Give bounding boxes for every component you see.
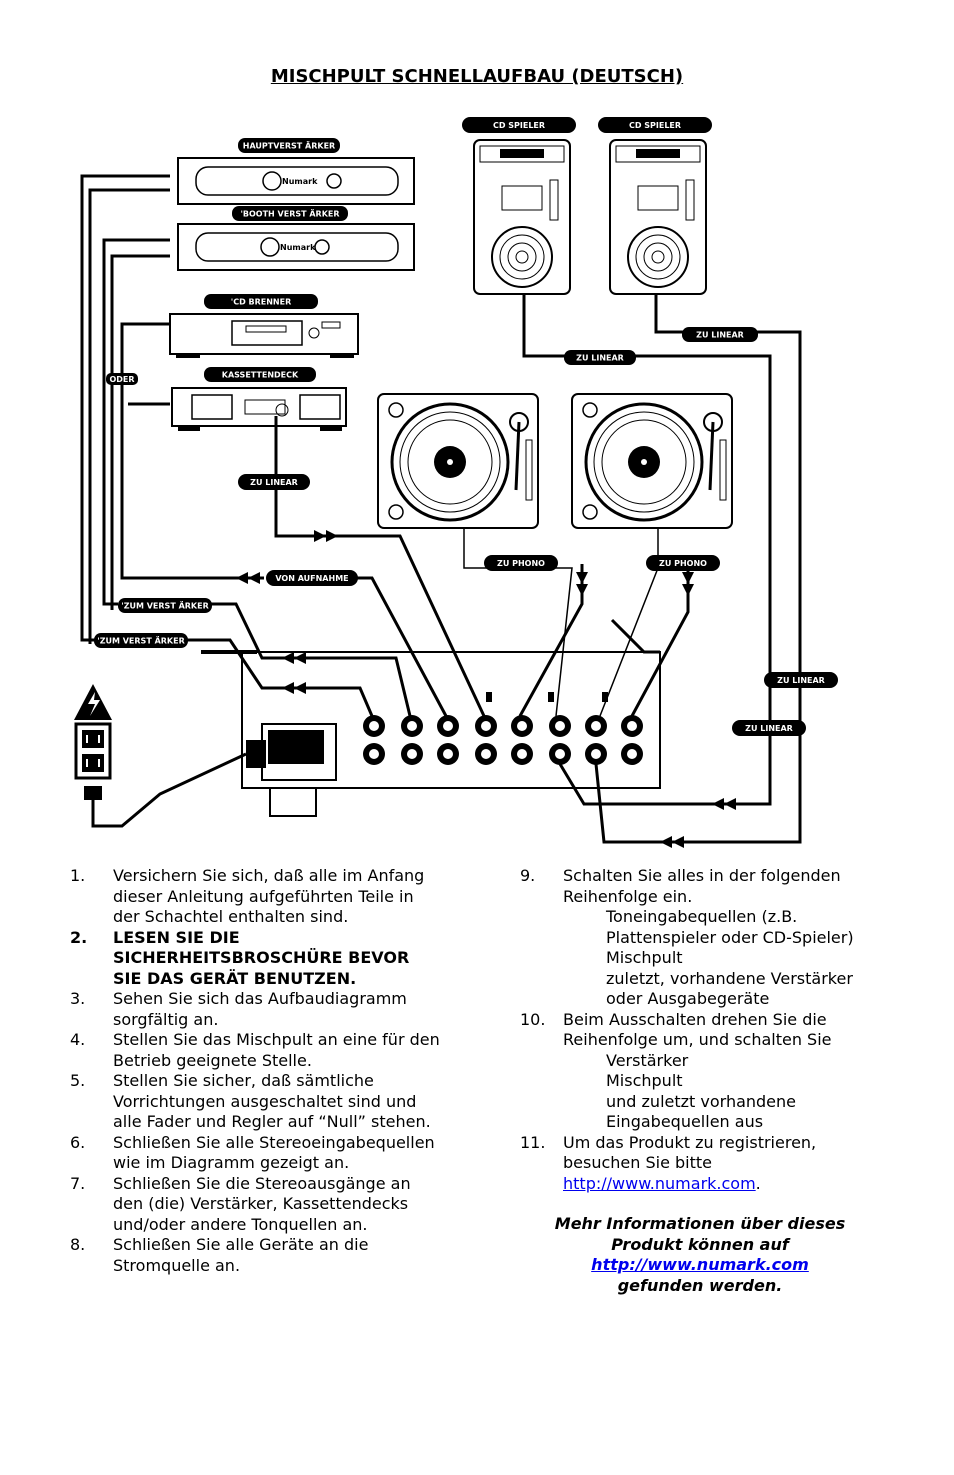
label-cd-player-2: CD SPIELER	[598, 117, 712, 133]
label-to-line-1: ZU LINEAR	[682, 327, 758, 342]
list-item: 9. Schalten Sie alles in der folgenden R…	[520, 866, 841, 906]
mixer-rear-panel	[201, 650, 661, 817]
svg-text:CD SPIELER: CD SPIELER	[629, 121, 681, 130]
label-to-phono-2: ZU PHONO	[646, 555, 720, 571]
setup-diagram: Numark Numark	[74, 117, 838, 848]
label-to-phono-1: ZU PHONO	[484, 555, 558, 571]
svg-text:Numark: Numark	[280, 243, 316, 252]
instructions-left: 1. Versichern Sie sich, daß alle im Anfa…	[70, 866, 440, 1276]
svg-text:ZU LINEAR: ZU LINEAR	[696, 331, 744, 340]
label-cassette: KASSETTENDECK	[204, 367, 316, 382]
label-to-line-4: ZU LINEAR	[732, 720, 806, 736]
svg-text:Numark: Numark	[282, 177, 318, 186]
turntable-1	[377, 393, 539, 529]
list-item: 10. Beim Ausschalten drehen Sie die Reih…	[520, 1009, 832, 1050]
list-item: 1. Versichern Sie sich, daß alle im Anfa…	[70, 866, 425, 926]
cd-burner	[169, 313, 359, 358]
list-item: 6. Schließen Sie alle Stereoeingabequell…	[70, 1132, 435, 1173]
warning-icon	[74, 684, 112, 720]
power-outlet	[74, 722, 112, 800]
svg-text:'CD BRENNER: 'CD BRENNER	[231, 298, 291, 307]
page-title: MISCHPULT SCHNELLAUFBAU (DEUTSCH)	[270, 66, 684, 87]
svg-text:HAUPTVERST ÄRKER: HAUPTVERST ÄRKER	[243, 141, 335, 151]
sub-item: Toneingabequellen (z.B. Plattenspieler o…	[606, 907, 854, 947]
label-to-line-3: ZU LINEAR	[764, 672, 838, 688]
list-item: 2. LESEN SIE DIE SICHERHEITSBROSCHÜRE BE…	[70, 927, 410, 988]
label-to-line-2: ZU LINEAR	[564, 350, 636, 365]
svg-text:KASSETTENDECK: KASSETTENDECK	[222, 371, 299, 380]
list-item: 3. Sehen Sie sich das Aufbaudiagramm sor…	[70, 989, 407, 1029]
svg-text:ODER: ODER	[109, 375, 134, 384]
label-from-rec: VON AUFNAHME	[266, 570, 358, 586]
label-cd-player-1: CD SPIELER	[462, 117, 576, 133]
svg-text:VON AUFNAHME: VON AUFNAHME	[275, 574, 348, 583]
turntable-2	[571, 393, 733, 529]
sub-list: Toneingabequellen (z.B. Plattenspieler o…	[520, 907, 880, 1010]
svg-text:ZU LINEAR: ZU LINEAR	[777, 676, 825, 685]
more-info-link[interactable]: http://www.numark.com	[591, 1255, 809, 1274]
sub-item: Mischpult	[606, 1071, 683, 1090]
cd-player-2	[609, 139, 707, 295]
numark-link[interactable]: http://www.numark.com	[563, 1173, 756, 1193]
booth-amplifier: Numark	[177, 223, 415, 271]
list-item: 11. Um das Produkt zu registrieren, besu…	[520, 1132, 817, 1193]
instructions-right: 9. Schalten Sie alles in der folgenden R…	[520, 866, 880, 1296]
list-item: 8. Schließen Sie alle Geräte an die Stro…	[70, 1235, 369, 1275]
svg-text:'ZUM VERST ÄRKER: 'ZUM VERST ÄRKER	[121, 601, 209, 611]
label-cd-burner: 'CD BRENNER	[204, 294, 318, 309]
label-to-amp-2: 'ZUM VERST ÄRKER	[94, 633, 188, 648]
list-item: 7. Schließen Sie die Stereoausgänge an d…	[70, 1173, 411, 1234]
cd-player-1	[473, 139, 571, 295]
sub-item: zuletzt, vorhandene Verstärker oder Ausg…	[606, 968, 853, 1009]
label-to-amp-1: 'ZUM VERST ÄRKER	[118, 598, 212, 613]
sub-item: Mischpult	[606, 948, 683, 967]
sub-item: Verstärker	[606, 1050, 689, 1070]
svg-text:ZU LINEAR: ZU LINEAR	[250, 478, 298, 487]
label-to-line-rec: ZU LINEAR	[238, 474, 310, 490]
svg-text:'BOOTH VERST ÄRKER: 'BOOTH VERST ÄRKER	[240, 209, 339, 219]
label-booth-amp: 'BOOTH VERST ÄRKER	[232, 206, 348, 221]
svg-text:ZU LINEAR: ZU LINEAR	[745, 724, 793, 733]
more-info: Mehr Informationen über dieses Produkt k…	[554, 1214, 846, 1295]
label-or: ODER	[106, 373, 138, 385]
svg-text:ZU PHONO: ZU PHONO	[659, 559, 707, 568]
list-item: 4. Stellen Sie das Mischpult an eine für…	[70, 1030, 440, 1070]
label-main-amp: HAUPTVERST ÄRKER	[238, 138, 340, 153]
cassette-deck	[171, 387, 347, 431]
sub-list: Verstärker Mischpult und zuletzt vorhand…	[520, 1051, 880, 1133]
main-amplifier: Numark	[177, 157, 415, 205]
svg-text:CD SPIELER: CD SPIELER	[493, 121, 545, 130]
svg-text:ZU LINEAR: ZU LINEAR	[576, 354, 624, 363]
svg-text:'ZUM VERST ÄRKER: 'ZUM VERST ÄRKER	[97, 636, 185, 646]
svg-text:ZU PHONO: ZU PHONO	[497, 559, 545, 568]
sub-item: und zuletzt vorhandene Eingabequellen au…	[606, 1091, 797, 1132]
list-item: 5. Stellen Sie sicher, daß sämtliche Vor…	[70, 1071, 431, 1131]
